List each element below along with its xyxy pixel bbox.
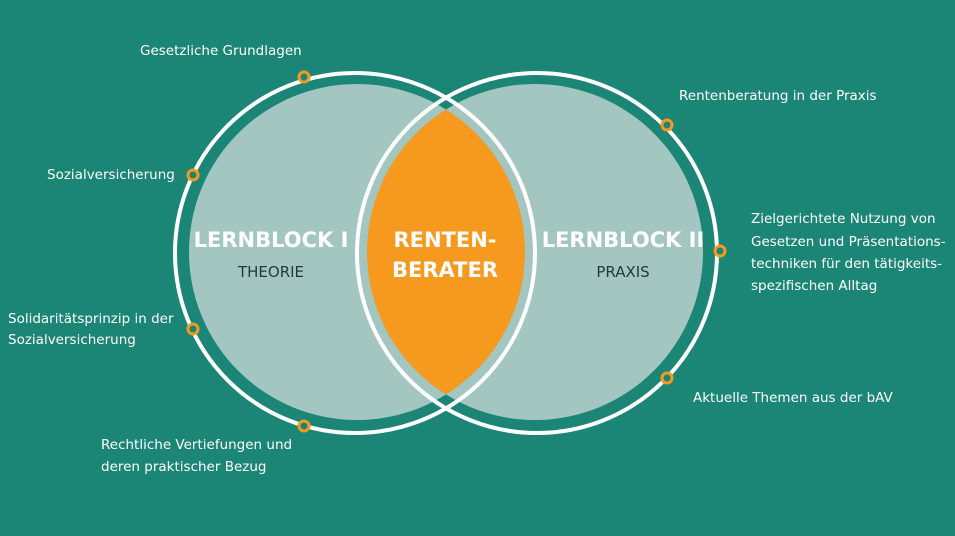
topic-label: deren praktischer Bezug <box>101 459 266 475</box>
topic-label: Zielgerichtete Nutzung von <box>751 211 936 227</box>
topic-label: Sozialversicherung <box>47 167 175 183</box>
topic-label: Aktuelle Themen aus der bAV <box>693 390 894 406</box>
topic-label: Sozialversicherung <box>8 332 136 348</box>
center-title-line2: BERATER <box>392 258 498 282</box>
topic-dot-icon <box>186 322 200 336</box>
left-subtitle: THEORIE <box>237 263 304 281</box>
topic-dot-icon <box>297 70 311 84</box>
topic-dot-icon <box>186 168 200 182</box>
topic-label: Rentenberatung in der Praxis <box>679 88 877 104</box>
topic-dot-icon <box>660 371 674 385</box>
topic-dot-icon <box>660 118 674 132</box>
topic-dot-icon <box>297 419 311 433</box>
right-title: LERNBLOCK II <box>542 228 705 252</box>
topic-label: techniken für den tätigkeits- <box>751 256 942 272</box>
topic-label: Rechtliche Vertiefungen und <box>101 437 292 453</box>
center-intersection <box>367 84 525 420</box>
topic-dot-icon <box>713 244 727 258</box>
topic-label: Solidaritätsprinzip in der <box>8 311 174 327</box>
topic-label: Gesetzen und Präsentations- <box>751 234 946 250</box>
topic-label: Gesetzliche Grundlagen <box>140 43 302 59</box>
right-subtitle: PRAXIS <box>596 263 649 281</box>
center-title-line1: RENTEN- <box>393 228 496 252</box>
left-ring <box>173 71 537 435</box>
topic-label: spezifischen Alltag <box>751 278 877 294</box>
left-title: LERNBLOCK I <box>194 228 349 252</box>
